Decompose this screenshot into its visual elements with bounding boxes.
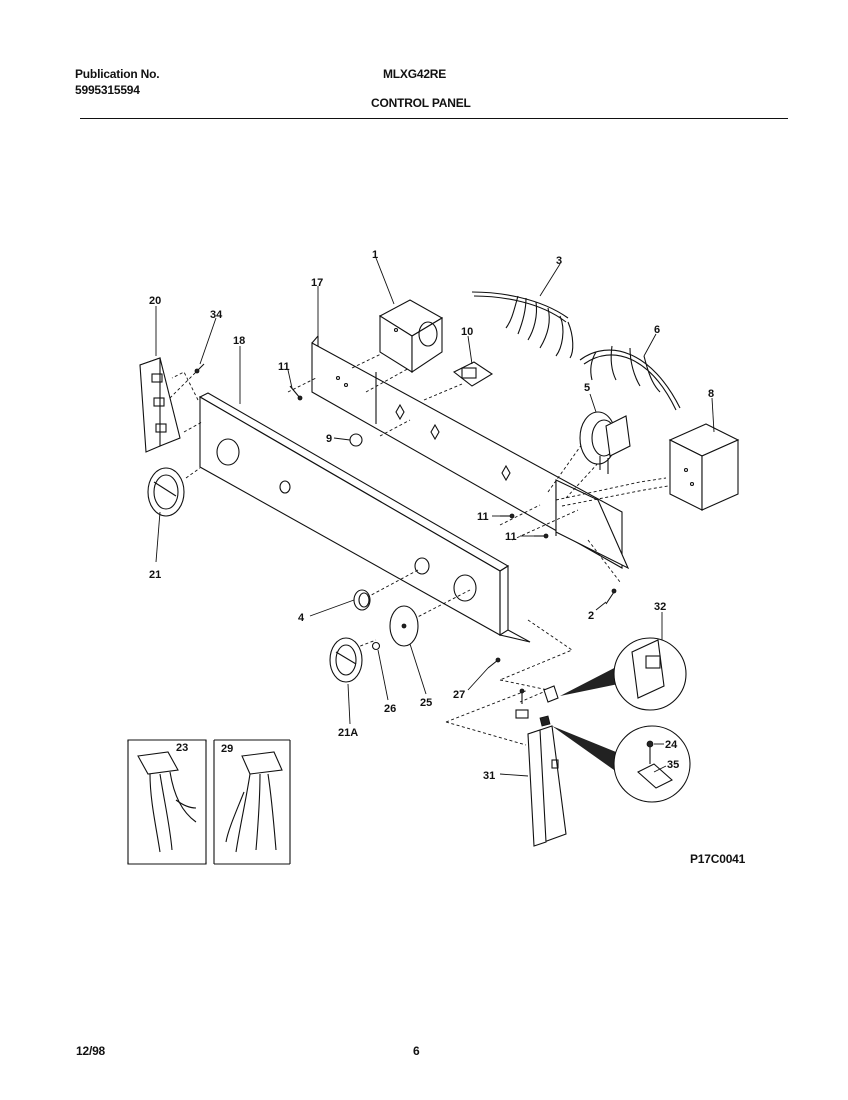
callout-35: 35 xyxy=(667,759,679,771)
callout-18: 18 xyxy=(233,335,245,347)
publication-number: 5995315594 xyxy=(75,83,140,97)
detail-32-callout xyxy=(560,637,687,711)
timer-1 xyxy=(378,299,444,374)
module-8 xyxy=(668,423,740,511)
callout-21: 21 xyxy=(149,569,161,581)
leader-lines xyxy=(155,257,715,777)
knob-21 xyxy=(147,467,185,517)
callout-24: 24 xyxy=(665,739,678,751)
wire-harness-3 xyxy=(471,291,574,359)
callout-11-low: 11 xyxy=(505,531,517,543)
callout-1: 1 xyxy=(372,249,378,261)
page-number: 6 xyxy=(413,1044,420,1058)
dial-25 xyxy=(389,605,419,647)
panel-end-bracket xyxy=(555,479,630,570)
clip-hardware xyxy=(515,685,559,727)
callout-29: 29 xyxy=(221,743,233,755)
callout-labels: 1 3 17 20 34 10 6 18 11 5 8 9 21 11 11 2… xyxy=(149,249,714,782)
front-console-18 xyxy=(198,392,531,643)
inset-connector-23 xyxy=(127,739,207,865)
screw-34 xyxy=(194,363,205,374)
callout-9: 9 xyxy=(326,433,332,445)
knob-21a xyxy=(329,637,363,683)
callout-25: 25 xyxy=(420,697,432,709)
model-number: MLXG42RE xyxy=(383,67,447,81)
callout-23: 23 xyxy=(176,742,188,754)
end-cap-31 xyxy=(527,725,567,847)
spring-26 xyxy=(371,641,381,651)
wire-harness-6 xyxy=(579,345,681,411)
plug-9 xyxy=(349,433,363,447)
section-title: CONTROL PANEL xyxy=(371,96,471,110)
callout-10: 10 xyxy=(461,326,473,338)
screw-2 xyxy=(605,588,617,605)
callout-34: 34 xyxy=(210,309,223,321)
callout-21a: 21A xyxy=(338,727,358,739)
callout-8: 8 xyxy=(708,388,714,400)
callout-31: 31 xyxy=(483,770,495,782)
selector-switch-5 xyxy=(579,411,631,474)
callout-26: 26 xyxy=(384,703,396,715)
callout-3: 3 xyxy=(556,255,562,267)
screw-27 xyxy=(487,657,501,669)
callout-2: 2 xyxy=(588,610,594,622)
drawing-code: P17C0041 xyxy=(690,852,746,866)
callout-11-mid: 11 xyxy=(477,511,489,523)
callout-32: 32 xyxy=(654,601,666,613)
callout-17: 17 xyxy=(311,277,323,289)
callout-6: 6 xyxy=(654,324,660,336)
end-cap-20 xyxy=(139,357,181,453)
callout-11-top: 11 xyxy=(278,361,290,373)
callout-27: 27 xyxy=(453,689,465,701)
detail-35-callout xyxy=(552,725,691,803)
callout-4: 4 xyxy=(298,612,305,624)
callout-5: 5 xyxy=(584,382,590,394)
inset-connector-29 xyxy=(213,739,291,865)
knob-4 xyxy=(353,589,371,611)
callout-20: 20 xyxy=(149,295,161,307)
header-rule xyxy=(80,118,788,119)
publication-label: Publication No. xyxy=(75,67,160,81)
switch-10 xyxy=(452,361,494,387)
footer-date: 12/98 xyxy=(76,1044,106,1058)
